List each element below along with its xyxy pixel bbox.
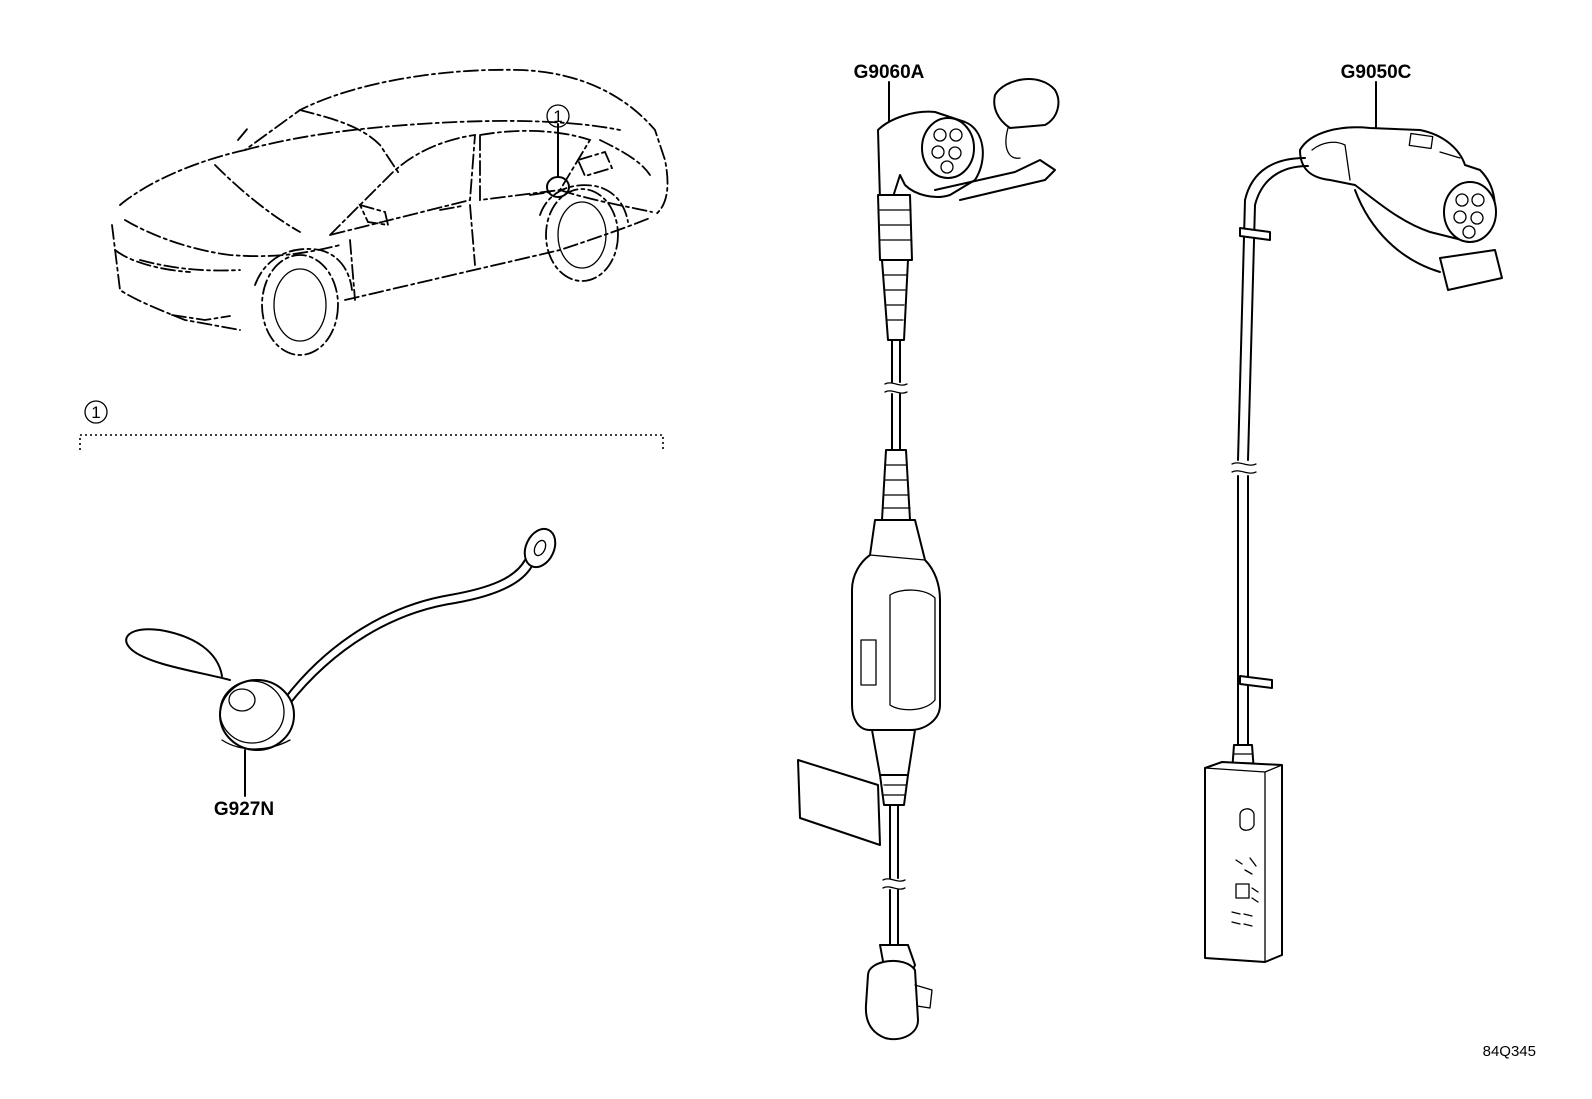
figure-number: 84Q345 — [1483, 1043, 1536, 1060]
group-bracket-ref-mark: 1 — [91, 403, 100, 422]
group-bracket — [79, 400, 664, 450]
type2-charging-cable-illustration — [1204, 81, 1503, 963]
vehicle-ref-mark: 1 — [553, 107, 562, 126]
portable-charging-cable-illustration — [797, 78, 1060, 1040]
part-label-g9060a: G9060A — [854, 62, 925, 83]
part-label-g9050c: G9050C — [1341, 62, 1412, 83]
vehicle-illustration — [111, 68, 669, 356]
part-label-g927n: G927N — [214, 799, 274, 820]
charging-port-cap-illustration — [125, 527, 557, 797]
